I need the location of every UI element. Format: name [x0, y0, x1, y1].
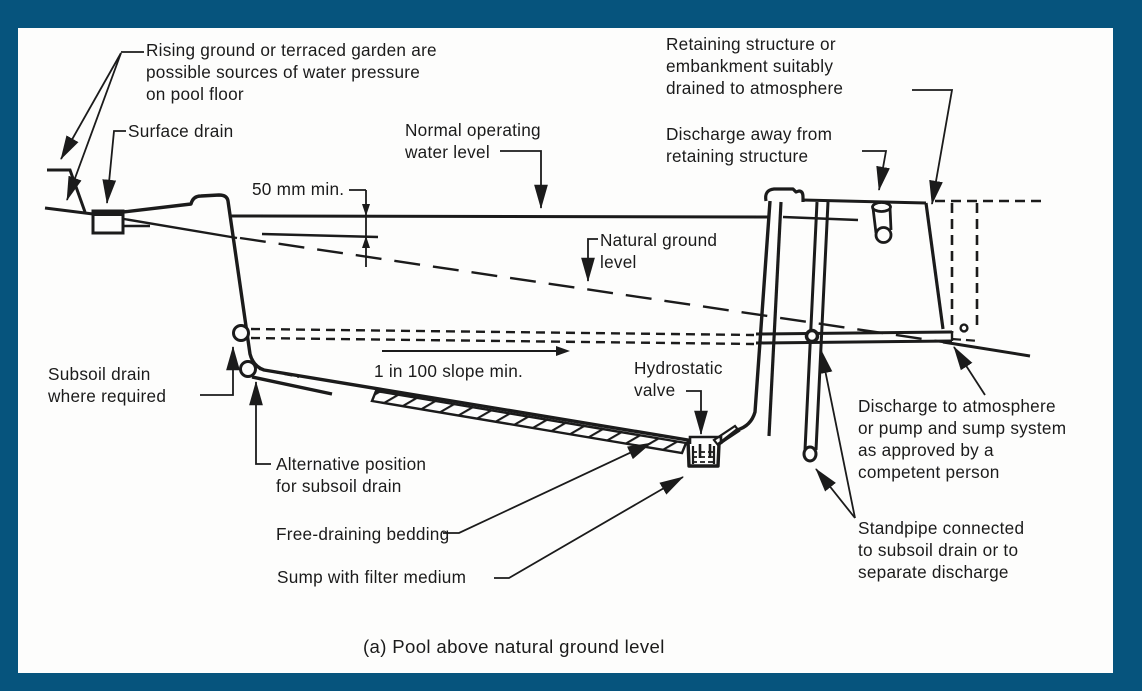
label-rising-ground-line3: on pool floor [146, 84, 244, 104]
label-free-draining: Free-draining bedding [276, 524, 449, 544]
natural-ground-line [123, 217, 951, 345]
label-retaining-line1: Retaining structure or [666, 34, 836, 54]
label-subsoil-line1: Subsoil drain [48, 364, 151, 384]
label-standpipe-line1: Standpipe connected [858, 518, 1024, 538]
label-standpipe: Standpipe connected to subsoil drain or … [858, 518, 1024, 582]
sump [691, 446, 716, 464]
label-subsoil-line2: where required [47, 386, 166, 406]
label-natural-ground-line2: level [600, 252, 637, 272]
label-water-level-line2: water level [404, 142, 490, 162]
hydrostatic-valve [688, 435, 723, 458]
label-standpipe-line3: separate discharge [858, 562, 1009, 582]
label-discharge-away-line1: Discharge away from [666, 124, 832, 144]
label-slope: 1 in 100 slope min. [374, 361, 523, 381]
label-normal-water-level: Normal operating water level [404, 120, 541, 162]
label-alternative-line2: for subsoil drain [276, 476, 402, 496]
subsoil-drain-pipes [250, 327, 954, 378]
label-standpipe-line2: to subsoil drain or to [858, 540, 1018, 560]
label-50mm-min: 50 mm min. [252, 179, 344, 199]
leader-lines [60, 51, 986, 579]
label-alternative-line1: Alternative position [276, 454, 426, 474]
pool-outline [122, 187, 805, 468]
discharge-pipe [871, 201, 893, 244]
ground-line-right [942, 340, 1031, 358]
label-discharge-atm-line4: competent person [858, 462, 1000, 482]
label-discharge-atm-line1: Discharge to atmosphere [858, 396, 1056, 416]
label-discharge-atm-line2: or pump and sump system [858, 418, 1066, 438]
freeboard-dimension [349, 189, 370, 267]
label-discharge-atm-line3: as approved by a [858, 440, 994, 460]
label-alternative-position: Alternative position for subsoil drain [276, 454, 426, 496]
standpipe [802, 201, 830, 463]
label-retaining-structure: Retaining structure or embankment suitab… [666, 34, 843, 98]
labels: Rising ground or terraced garden are pos… [47, 34, 1066, 657]
label-discharge-away-line2: retaining structure [666, 146, 808, 166]
label-retaining-line3: drained to atmosphere [666, 78, 843, 98]
label-retaining-line2: embankment suitably [666, 56, 833, 76]
label-rising-ground: Rising ground or terraced garden are pos… [146, 40, 437, 104]
embankment-surface [782, 198, 927, 222]
label-discharge-atmosphere: Discharge to atmosphere or pump and sump… [858, 396, 1066, 482]
standpipe-drain-junction [804, 328, 820, 344]
label-natural-ground: Natural ground level [600, 230, 717, 272]
label-subsoil-drain: Subsoil drain where required [47, 364, 166, 406]
surface-drain [91, 209, 150, 235]
label-rising-ground-line2: possible sources of water pressure [146, 62, 420, 82]
label-hydrostatic-line1: Hydrostatic [634, 358, 723, 378]
label-hydrostatic-valve: Hydrostatic valve [634, 358, 723, 400]
slope-arrow [382, 346, 570, 356]
bedding-hatch [370, 389, 741, 455]
label-water-level-line1: Normal operating [405, 120, 541, 140]
label-natural-ground-line1: Natural ground [600, 230, 717, 250]
label-surface-drain: Surface drain [128, 121, 233, 141]
label-sump: Sump with filter medium [277, 567, 466, 587]
label-hydrostatic-line2: valve [634, 380, 675, 400]
label-rising-ground-line1: Rising ground or terraced garden are [146, 40, 437, 60]
figure-caption: (a) Pool above natural ground level [363, 636, 665, 657]
label-discharge-away: Discharge away from retaining structure [666, 124, 832, 166]
weep-hole [959, 323, 969, 333]
retaining-structure [924, 199, 1043, 358]
water-level-line [230, 214, 771, 219]
freeboard-reference-line [261, 232, 379, 239]
